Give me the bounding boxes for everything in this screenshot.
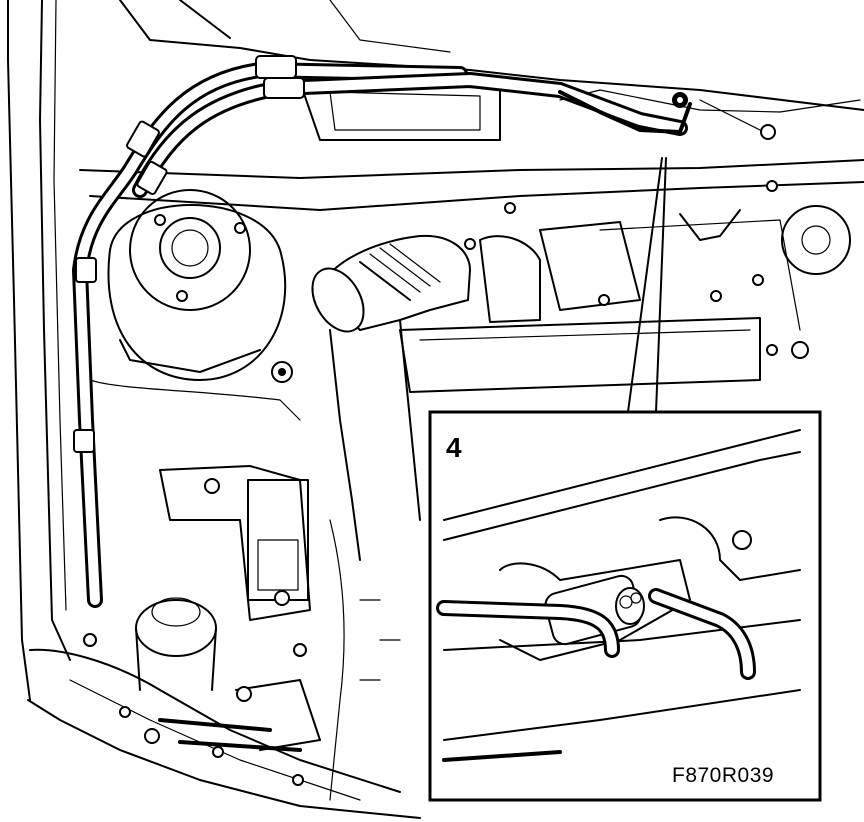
hose-lines (72, 55, 692, 608)
inset-number-label: 4 (446, 432, 462, 463)
left-fender (7, 0, 421, 819)
lower-components (135, 465, 401, 801)
cowl-panel (79, 0, 864, 214)
intake-elbow (311, 234, 471, 561)
leader-lines (627, 157, 667, 413)
figure-code-label: F870R039 (672, 764, 775, 787)
inset-detail (428, 410, 822, 802)
strut-tower (89, 189, 301, 421)
